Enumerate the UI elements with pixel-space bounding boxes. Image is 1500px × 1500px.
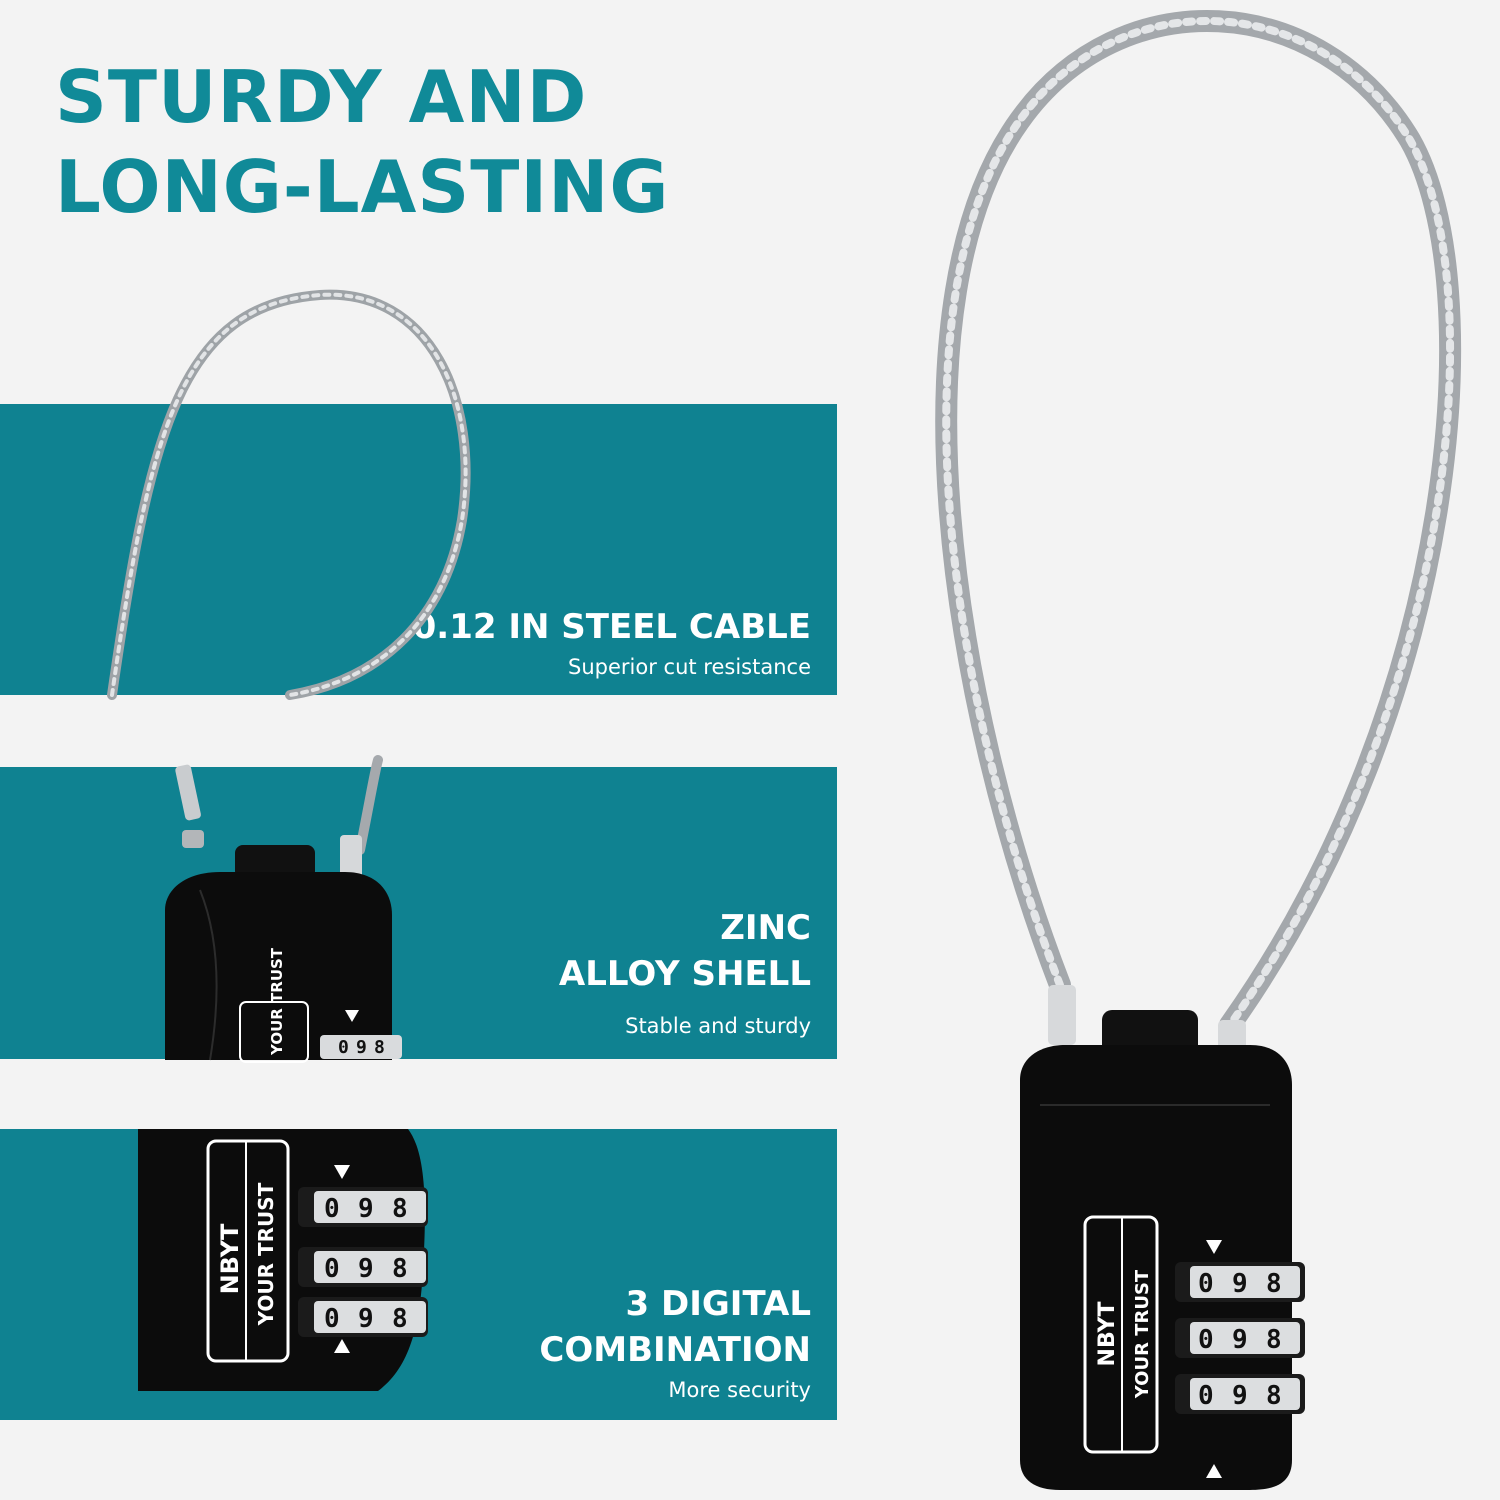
dial-digit: 9 [1232,1325,1248,1355]
headline-line-2: LONG-LASTING [55,145,670,229]
brand-name-text: NBYT [1095,1302,1120,1367]
dial-arrow-top-icon [1206,1240,1222,1254]
dial-wheel-2: 0 9 8 [298,1247,428,1287]
dial-arrow-top-icon [334,1165,350,1179]
feature-title-combination-line-1: 3 DIGITAL [625,1284,811,1324]
dial-wheel-1: 0 9 8 [1175,1262,1305,1302]
headline: STURDY AND LONG-LASTING [55,52,669,232]
dial-digit: 9 [358,1304,374,1334]
brand-name-text: NBYT [216,1223,244,1294]
lock-dials-closeup-image: NBYT YOUR TRUST 0 9 8 0 9 8 0 9 8 [138,1129,428,1391]
dial-digit: 0 [1198,1325,1214,1355]
brand-tagline-text: YOUR TRUST [268,947,286,1056]
dial-digit: 8 [374,1037,385,1058]
headline-line-1: STURDY AND [55,55,588,139]
digit-labels-zinc: 0 9 8 [338,1037,385,1058]
feature-subtitle-steel-cable: Superior cut resistance [568,655,811,679]
dial-digit: 8 [392,1304,408,1334]
lock-shell-closeup-image: 0 9 8 YOUR TRUST [165,755,402,1063]
dial-wheel-3: 0 9 8 [1175,1374,1305,1414]
dial-digit: 0 [338,1037,349,1058]
feature-subtitle-zinc: Stable and sturdy [625,1014,811,1038]
dial-arrow-bottom-icon [1206,1464,1222,1478]
dial-digit: 8 [1266,1269,1282,1299]
brand-tagline-text: YOUR TRUST [1132,1269,1153,1399]
dial-wheel-1: 0 9 8 [298,1187,428,1227]
feature-band-zinc-shell: ZINC ALLOY SHELL Stable and sturdy [0,767,837,1059]
feature-title-zinc-line-2: ALLOY SHELL [558,954,811,994]
dial-digit: 8 [392,1254,408,1284]
dial-digit: 0 [324,1194,340,1224]
combination-dials: 0 9 8 0 9 8 0 9 8 [298,1187,428,1337]
dial-digit: 9 [1232,1269,1248,1299]
dial-digit: 8 [1266,1325,1282,1355]
dial-arrow-bottom-icon [334,1339,350,1353]
feature-title-zinc-line-1: ZINC [720,908,811,948]
brand-tagline-text: YOUR TRUST [254,1182,278,1326]
product-dials: 0 9 8 0 9 8 0 9 8 [1175,1262,1305,1414]
dial-digit: 0 [1198,1269,1214,1299]
dial-digit: 8 [392,1194,408,1224]
dial-digit: 0 [1198,1381,1214,1411]
dial-digit: 0 [324,1254,340,1284]
feature-title-combination-line-2: COMBINATION [539,1330,811,1370]
dial-digit: 9 [358,1254,374,1284]
feature-subtitle-combination: More security [668,1378,811,1402]
dial-digit: 9 [356,1037,367,1058]
dial-arrow-icon [345,1010,359,1022]
feature-title-steel-cable: 0.12 IN STEEL CABLE [412,607,811,647]
dial-wheel-3: 0 9 8 [298,1297,428,1337]
cable-loop-image [107,289,471,700]
dial-digit: 0 [324,1304,340,1334]
dial-digit: 9 [1232,1381,1248,1411]
dial-wheel-2: 0 9 8 [1175,1318,1305,1358]
dial-digit: 8 [1266,1381,1282,1411]
dial-digit: 9 [358,1194,374,1224]
product-cable-lock-image: NBYT YOUR TRUST 0 9 8 0 9 8 0 9 8 [935,10,1462,1490]
